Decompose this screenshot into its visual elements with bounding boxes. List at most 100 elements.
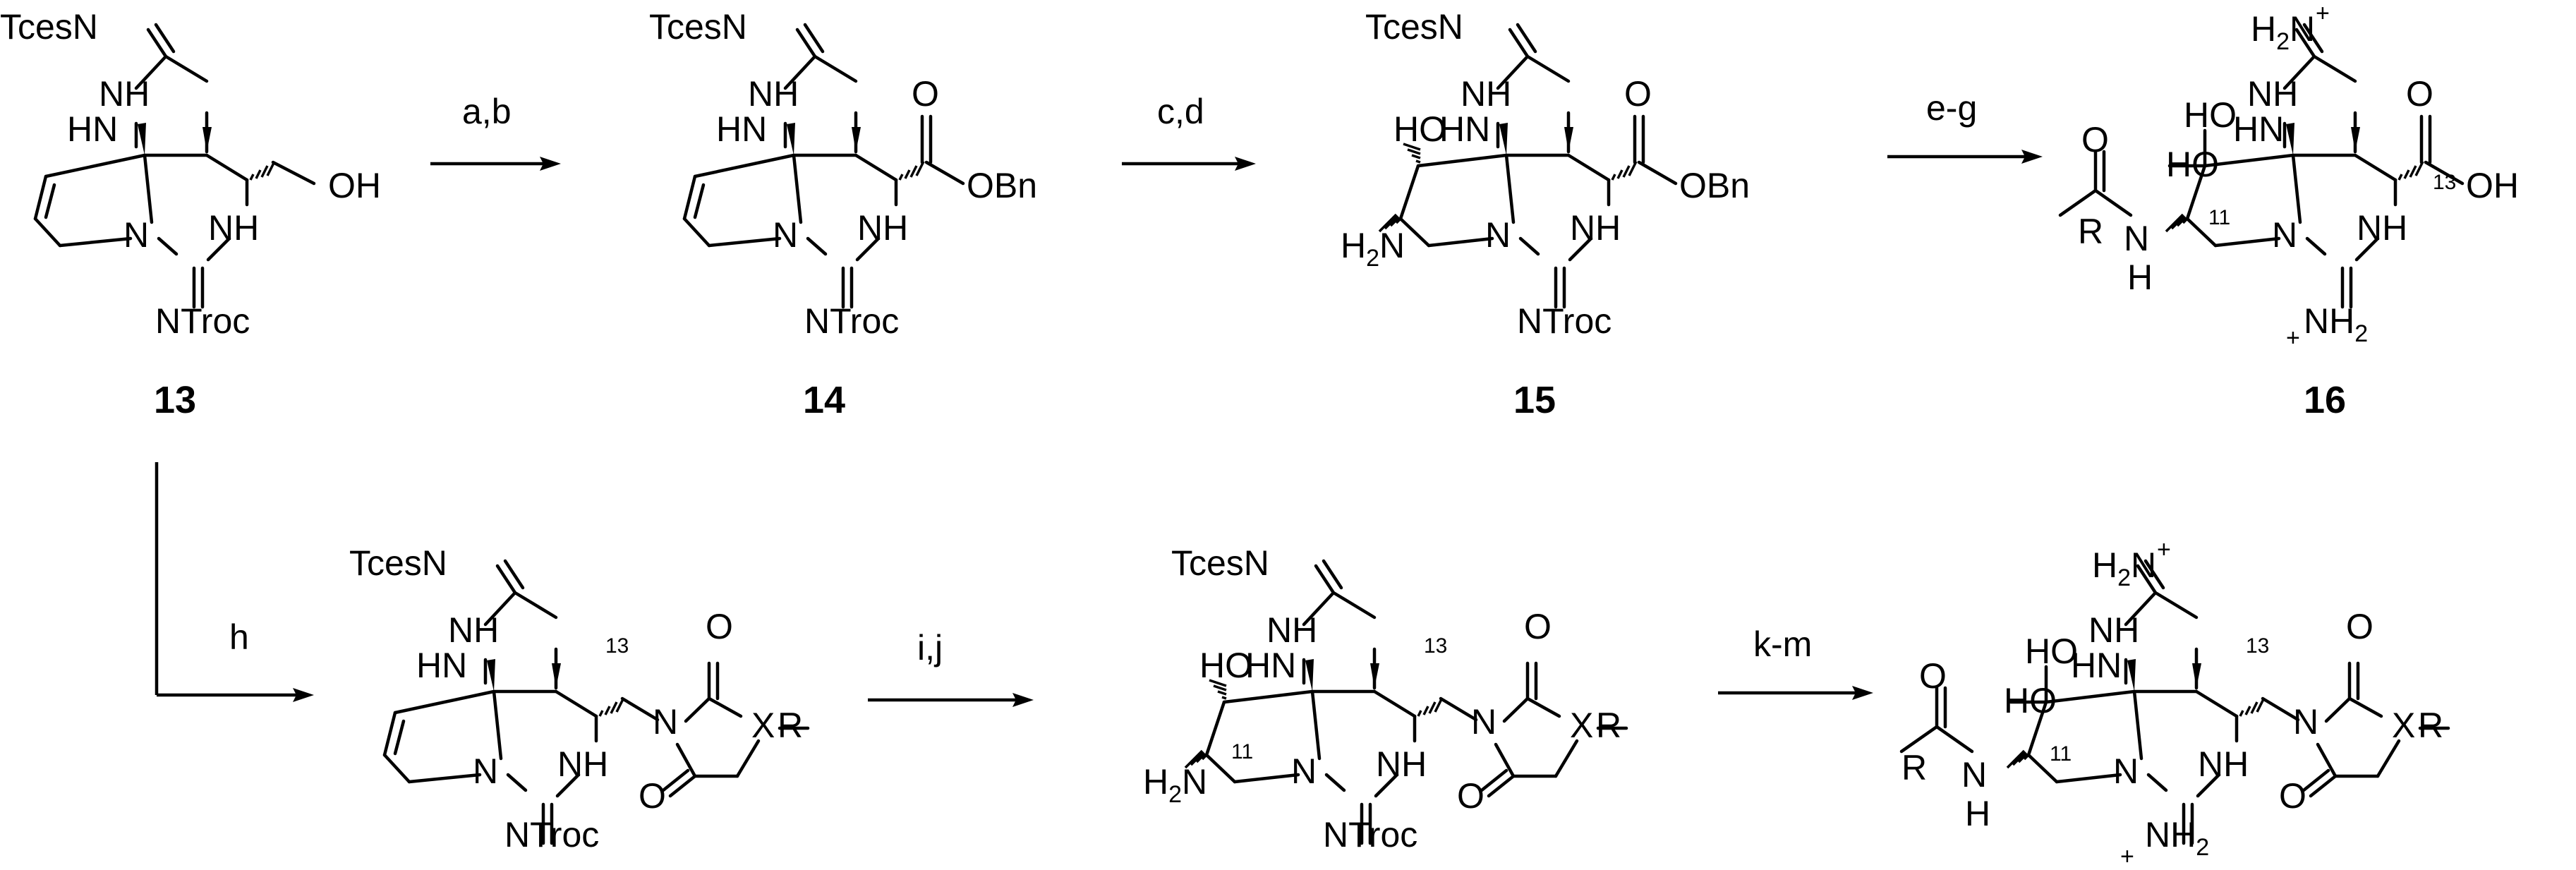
atom-r: R (2418, 706, 2443, 745)
atom-o: O (1624, 74, 1652, 114)
atom-nh: NH (448, 610, 499, 650)
atom-n: N (473, 751, 498, 791)
atom-nh: NH (857, 208, 908, 248)
carbon-number-13: 13 (2433, 171, 2456, 194)
atom-x: X (2392, 706, 2415, 745)
atom-r: R (1596, 706, 1621, 745)
compound-label-14: 14 (803, 379, 845, 421)
atom-ho: HO (2166, 145, 2219, 184)
atom-tcesn: TcesN (1365, 7, 1463, 47)
atom-ntroc: NTroc (155, 301, 250, 341)
atom-tcesn: TcesN (1171, 543, 1269, 583)
atom-ho: HO (2184, 95, 2237, 135)
carbon-number-11: 11 (2050, 742, 2072, 766)
atom-n: N (2113, 751, 2139, 791)
reaction-arrow-ij (868, 693, 1034, 707)
compound-13-structure: TcesN NH HN OH N NH NTroc (0, 7, 381, 341)
atom-h2n-plus: H2N (2092, 545, 2156, 591)
atom-o: O (2279, 776, 2306, 816)
atom-tcesn: TcesN (649, 7, 747, 47)
atom-o: O (1524, 607, 1552, 646)
atom-nh2: NH2 (2145, 815, 2209, 861)
atom-nh2: NH2 (2304, 301, 2368, 347)
atom-h2n: H2N (1143, 762, 1207, 808)
charge-plus: + (2316, 0, 2330, 27)
atom-n: N (2124, 219, 2149, 258)
atom-h: H (1965, 794, 1990, 833)
atom-h: H (2127, 258, 2153, 297)
compound-imide-1-structure: TcesN NH HN 13 O N X R N NH O NTroc (349, 543, 810, 854)
atom-nh: NH (2357, 208, 2407, 248)
atom-nh: NH (748, 74, 799, 114)
atom-r: R (2078, 212, 2103, 251)
atom-ntroc: NTroc (1517, 301, 1611, 341)
atom-o: O (912, 74, 939, 114)
atom-tcesn: TcesN (349, 543, 447, 583)
atom-r: R (778, 706, 803, 745)
atom-o: O (2081, 120, 2109, 159)
reagents-ab: a,b (462, 92, 512, 131)
carbon-number-11: 11 (1231, 740, 1253, 763)
atom-hn: HN (67, 109, 118, 149)
atom-n: N (1485, 215, 1511, 255)
reaction-arrow-cd (1122, 157, 1256, 171)
atom-ho: HO (2025, 632, 2078, 671)
atom-x: X (751, 706, 775, 745)
carbon-number-13: 13 (1424, 634, 1447, 658)
atom-h2n: H2N (1341, 226, 1405, 272)
atom-nh: NH (1266, 610, 1317, 650)
atom-n: N (1961, 755, 1987, 795)
atom-nh: NH (99, 74, 150, 114)
atom-r: R (1901, 748, 1927, 787)
charge-plus: + (2120, 843, 2134, 870)
reagents-eg: e-g (1926, 88, 1977, 128)
atom-ntroc: NTroc (504, 815, 599, 854)
atom-oh: OH (328, 166, 381, 205)
reagents-ij: i,j (917, 628, 943, 667)
compound-imide-2-structure: TcesN NH HO HN 13 O N X R 11 H2N N NH O … (1143, 543, 1628, 854)
atom-nh: NH (2247, 74, 2298, 114)
atom-o: O (1457, 776, 1484, 816)
atom-tcesn: TcesN (0, 7, 98, 47)
atom-o: O (706, 607, 733, 646)
reaction-arrow-ab (430, 157, 561, 171)
atom-n: N (773, 215, 798, 255)
atom-h2n-plus: H2N (2251, 9, 2315, 55)
reagents-km: k-m (1753, 624, 1812, 664)
atom-nh: NH (2198, 744, 2249, 784)
atom-ntroc: NTroc (804, 301, 899, 341)
atom-hn: HN (416, 646, 467, 685)
atom-nh: NH (208, 208, 259, 248)
atom-ho: HO (1393, 109, 1446, 149)
atom-ho: HO (1199, 646, 1252, 685)
atom-hn: HN (2071, 646, 2122, 685)
atom-hn: HN (1439, 109, 1490, 149)
compound-label-13: 13 (154, 379, 196, 421)
compound-15-structure: TcesN NH HO HN O OBn H2N N NH NTroc (1341, 7, 1750, 341)
atom-n: N (2272, 215, 2297, 255)
reagents-h: h (229, 617, 249, 657)
atom-x: X (1570, 706, 1593, 745)
atom-ntroc: NTroc (1323, 815, 1417, 854)
atom-o: O (639, 776, 666, 816)
compound-imide-3-structure: H2N + NH HO HN HO O 11 13 O N X R R N H … (1899, 536, 2450, 870)
reagents-cd: c,d (1157, 92, 1204, 131)
compound-label-15: 15 (1513, 379, 1556, 421)
reaction-arrow-h (155, 462, 314, 702)
atom-n: N (2293, 702, 2318, 742)
carbon-number-13: 13 (605, 634, 629, 658)
atom-o: O (1919, 656, 1947, 696)
atom-nh: NH (1461, 74, 1511, 114)
atom-n: N (1291, 751, 1317, 791)
reaction-arrow-km (1718, 686, 1873, 700)
atom-oh: OH (2466, 166, 2519, 205)
atom-nh: NH (2088, 610, 2139, 650)
atom-hn: HN (1245, 646, 1296, 685)
atom-hn: HN (2233, 109, 2284, 149)
atom-n: N (653, 702, 678, 742)
compound-16-structure: R O N H HO HO 11 HN NH N NH O 13 OH H2N … (2058, 0, 2519, 351)
atom-n: N (123, 215, 149, 255)
atom-obn: OBn (1679, 166, 1750, 205)
atom-nh: NH (1570, 208, 1621, 248)
